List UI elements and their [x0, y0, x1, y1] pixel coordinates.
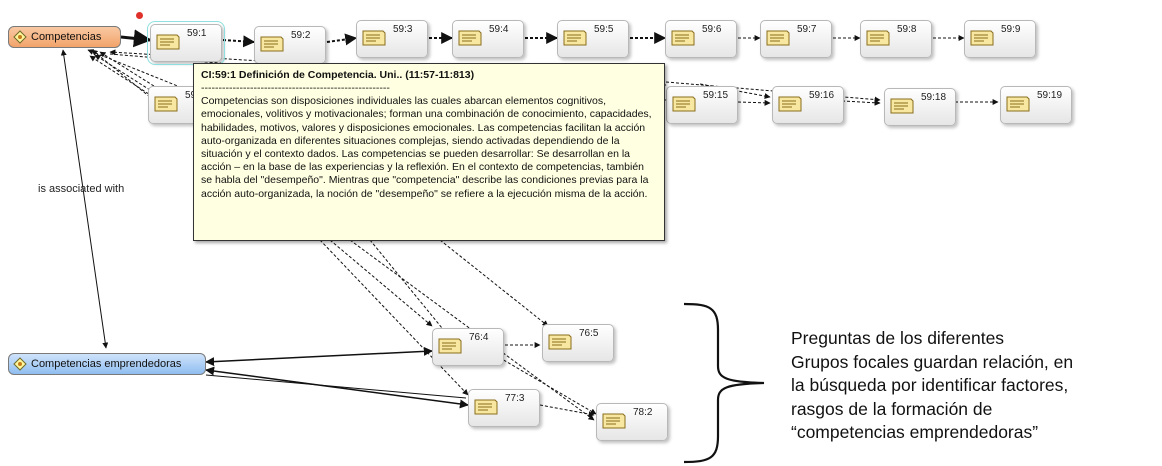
quotation-icon	[548, 334, 572, 350]
selection-dot	[136, 12, 143, 19]
quote-label: 59:15	[703, 90, 729, 101]
quote-node-78-2[interactable]: 78:2	[596, 403, 668, 441]
quote-node-76-4[interactable]: 76:4	[432, 328, 504, 366]
curly-brace	[683, 302, 765, 464]
edge-emprendedoras-773-b	[205, 374, 467, 399]
quote-label: 76:5	[579, 328, 599, 339]
tooltip-body: Competencias son disposiciones individua…	[201, 95, 652, 200]
code-label: Competencias	[31, 31, 102, 43]
quote-label: 59:6	[702, 24, 722, 35]
quotation-icon	[563, 30, 587, 46]
quotation-icon	[766, 30, 790, 46]
quote-node-77-3[interactable]: 77:3	[468, 389, 540, 427]
quotation-icon	[474, 399, 498, 415]
code-node-competencias-emprendedoras[interactable]: Competencias emprendedoras	[8, 353, 206, 375]
relation-label: is associated with	[38, 183, 125, 195]
quote-label: 59	[185, 90, 197, 101]
edge-to-764	[329, 239, 433, 327]
quotation-icon	[1006, 96, 1030, 112]
quote-label: 59:2	[291, 30, 311, 41]
quote-node-76-5[interactable]: 76:5	[542, 324, 614, 362]
code-node-competencias[interactable]: Competencias	[8, 26, 121, 48]
quotation-icon	[602, 413, 626, 429]
quotation-icon	[260, 36, 284, 52]
edge-fan-a	[99, 51, 193, 111]
quotation-icon	[672, 96, 696, 112]
edge-competencias-591	[120, 29, 152, 48]
edge-to-764-b	[369, 239, 443, 329]
quote-node-59-6[interactable]: 59:6	[665, 20, 737, 58]
quotation-icon	[890, 98, 914, 114]
code-icon	[13, 30, 27, 44]
annotation-line: rasgos de la formación de	[791, 398, 993, 419]
quote-node-59-9[interactable]: 59:9	[964, 20, 1036, 58]
quote-node-59-7[interactable]: 59:7	[760, 20, 832, 58]
edge-5916-5918	[841, 99, 881, 106]
edge-is-associated-with	[60, 49, 109, 349]
tooltip-title: CI:59:1 Definición de Competencia. Uni..…	[201, 69, 475, 81]
quote-node-59-16[interactable]: 59:16	[772, 86, 844, 124]
quote-label: 59:8	[897, 24, 917, 35]
quotation-icon	[156, 34, 180, 50]
annotation-line: “competencias emprendedoras”	[791, 422, 1039, 442]
quote-node-59-1[interactable]: 59:1	[147, 21, 225, 65]
quotation-icon	[970, 30, 994, 46]
quote-label: 59:1	[187, 28, 207, 39]
quotation-icon	[778, 96, 802, 112]
annotation-line: Preguntas de los diferentes	[791, 328, 1005, 348]
edge-emprendedoras-773	[205, 366, 469, 409]
quote-node-59-2[interactable]: 59:2	[254, 26, 326, 64]
quote-label: 59:18	[921, 92, 947, 103]
quotation-icon	[671, 30, 695, 46]
quotation-icon	[154, 96, 178, 112]
quote-label: 59:4	[489, 24, 509, 35]
quote-node-59-18[interactable]: 59:18	[884, 88, 956, 126]
edge-592-593	[326, 33, 358, 46]
quote-label: 59:3	[393, 24, 413, 35]
quote-label: 59:19	[1037, 90, 1063, 101]
tooltip-separator: ----------------------------------------…	[201, 82, 390, 95]
quotation-icon	[866, 30, 890, 46]
edge-to-773	[319, 239, 469, 396]
edge-764-782	[494, 354, 597, 415]
quotation-icon	[362, 30, 386, 46]
annotation-text: Preguntas de los diferentes Grupos focal…	[791, 327, 1161, 445]
quote-label: 77:3	[505, 393, 525, 404]
code-icon	[13, 357, 27, 371]
quote-node-59-15[interactable]: 59:15	[666, 86, 738, 124]
quotation-tooltip: CI:59:1 Definición de Competencia. Uni..…	[193, 63, 665, 241]
annotation-line: Grupos focales guardan relación, en	[791, 351, 1074, 372]
code-label: Competencias emprendedoras	[31, 358, 182, 370]
annotation-line: la búsqueda por identificar factores,	[791, 375, 1069, 395]
edge-591-592	[222, 35, 256, 48]
quote-node-59-3[interactable]: 59:3	[356, 20, 428, 58]
quote-label: 59:9	[1001, 24, 1021, 35]
quote-label: 59:7	[797, 24, 817, 35]
quote-label: 59:5	[594, 24, 614, 35]
quotation-icon	[438, 338, 462, 354]
quote-node-59-19[interactable]: 59:19	[1000, 86, 1072, 124]
quote-node-59-5[interactable]: 59:5	[557, 20, 629, 58]
quote-label: 78:2	[633, 407, 653, 418]
edge-773-782	[539, 404, 595, 417]
quote-node-59-4[interactable]: 59:4	[452, 20, 524, 58]
quote-node-59-8[interactable]: 59:8	[860, 20, 932, 58]
quote-label: 76:4	[469, 332, 489, 343]
quotation-icon	[458, 30, 482, 46]
quote-label: 59:16	[809, 90, 835, 101]
edge-5915-5916	[737, 99, 771, 106]
edge-emprendedoras-764	[205, 346, 433, 367]
edge-to-765	[439, 239, 549, 327]
